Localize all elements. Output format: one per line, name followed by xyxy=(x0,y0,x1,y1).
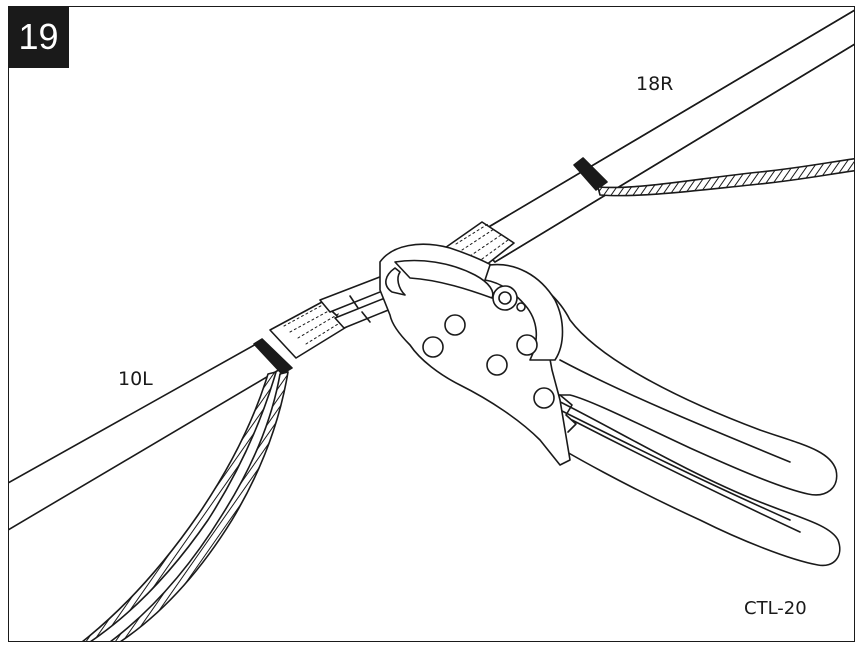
line-label-18r: 18R xyxy=(636,73,674,95)
twisted-line-right xyxy=(597,158,854,197)
knot-left xyxy=(253,338,293,375)
part-code-label: CTL-20 xyxy=(744,598,807,619)
sleeve-left xyxy=(269,301,349,359)
twisted-line-left xyxy=(81,371,289,641)
line-18r xyxy=(469,9,854,263)
crimping-pliers-icon xyxy=(379,243,841,567)
step-number-badge: 19 xyxy=(8,6,69,68)
line-label-10l: 10L xyxy=(118,368,153,390)
knot-right xyxy=(573,157,608,191)
